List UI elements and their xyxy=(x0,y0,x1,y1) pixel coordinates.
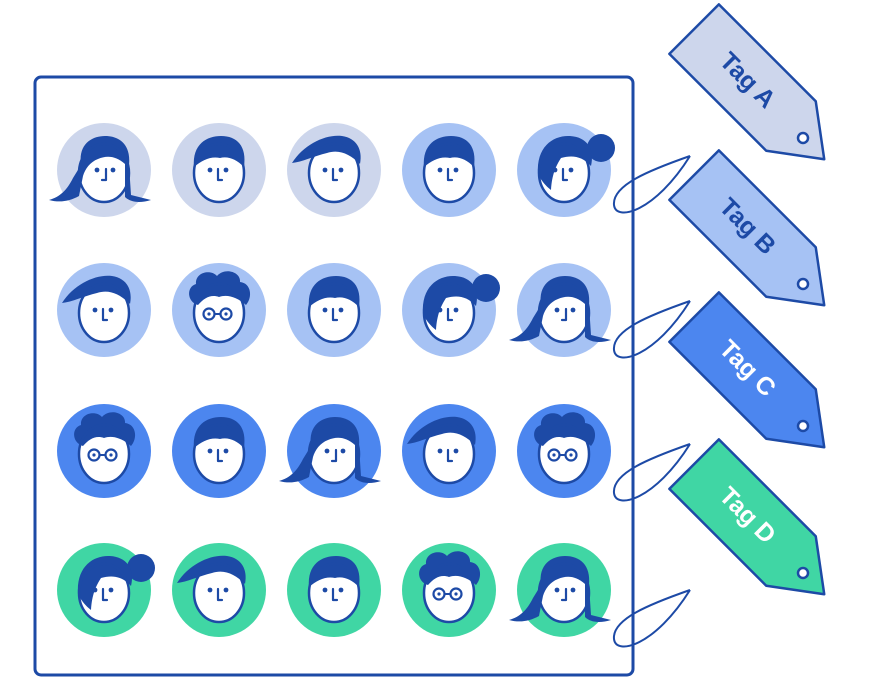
face-icon xyxy=(509,276,611,344)
tag-d[interactable]: Tag D xyxy=(668,438,849,619)
tag-a[interactable]: Tag A xyxy=(668,3,849,184)
face-icon xyxy=(537,134,615,204)
avatar-swoop-tag-d[interactable] xyxy=(172,543,266,637)
face-icon xyxy=(292,135,361,204)
avatar-bun-tag-b[interactable] xyxy=(517,123,615,217)
avatar-bob-tag-b[interactable] xyxy=(509,263,611,357)
avatar-bun-tag-d[interactable] xyxy=(57,543,155,637)
face-icon xyxy=(74,412,136,485)
avatar-swoop-tag-c[interactable] xyxy=(402,404,496,498)
avatar-curly-tag-d[interactable] xyxy=(402,543,496,637)
tag-hole xyxy=(796,419,810,433)
face-icon xyxy=(77,554,155,624)
face-icon xyxy=(189,271,251,344)
face-icon xyxy=(534,412,596,485)
tag-c[interactable]: Tag C xyxy=(668,291,849,472)
face-icon xyxy=(422,274,500,344)
avatar-short-tag-a[interactable] xyxy=(172,123,266,217)
tag-c-string xyxy=(612,443,691,502)
face-icon xyxy=(509,556,611,624)
avatar-grid xyxy=(49,123,615,637)
avatar-bob-tag-a[interactable] xyxy=(49,123,151,217)
avatar-short-tag-b[interactable] xyxy=(402,123,496,217)
avatar-bob-tag-c[interactable] xyxy=(279,404,381,498)
avatar-swoop-tag-a[interactable] xyxy=(287,123,381,217)
face-icon xyxy=(307,276,361,344)
tag-b[interactable]: Tag B xyxy=(668,149,849,330)
avatar-short-tag-c[interactable] xyxy=(172,404,266,498)
face-icon xyxy=(419,551,481,624)
face-icon xyxy=(192,136,246,204)
avatar-bob-tag-d[interactable] xyxy=(509,543,611,637)
avatar-bun-tag-b[interactable] xyxy=(402,263,500,357)
tag-hole xyxy=(796,277,810,291)
avatar-curly-tag-b[interactable] xyxy=(172,263,266,357)
face-icon xyxy=(279,417,381,485)
face-icon xyxy=(177,555,246,624)
face-icon xyxy=(422,136,476,204)
tag-b-string xyxy=(612,300,691,359)
face-icon xyxy=(62,275,131,344)
avatar-short-tag-d[interactable] xyxy=(287,543,381,637)
avatar-short-tag-b[interactable] xyxy=(287,263,381,357)
face-icon xyxy=(192,417,246,485)
avatar-curly-tag-c[interactable] xyxy=(57,404,151,498)
face-icon xyxy=(407,416,476,485)
tag-stack: Tag A Tag B Tag C Tag D xyxy=(612,3,849,648)
tag-d-string xyxy=(612,589,691,648)
tag-hole xyxy=(796,131,810,145)
tag-hole xyxy=(796,566,810,580)
face-icon xyxy=(49,136,151,204)
face-icon xyxy=(307,556,361,624)
avatar-curly-tag-c[interactable] xyxy=(517,404,611,498)
avatar-swoop-tag-b[interactable] xyxy=(57,263,151,357)
tag-a-string xyxy=(612,155,691,214)
avatar-board xyxy=(33,75,635,677)
